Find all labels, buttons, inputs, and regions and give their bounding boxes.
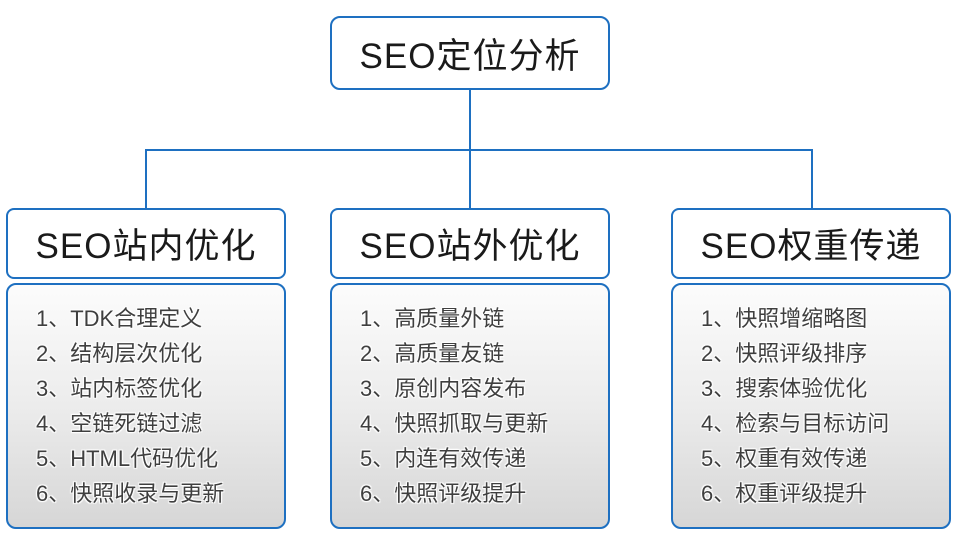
root-node: SEO定位分析 — [330, 16, 610, 90]
list-item: 3、站内标签优化 — [36, 376, 203, 401]
connector-drop-right — [811, 150, 813, 208]
column-offsite-list: 1、高质量外链 2、高质量友链 3、原创内容发布 4、快照抓取与更新 5、内连有… — [330, 283, 610, 529]
connector-horizontal — [145, 149, 813, 151]
connector-drop-middle — [469, 150, 471, 208]
list-item: 5、内连有效传递 — [360, 446, 527, 471]
list-item: 4、空链死链过滤 — [36, 411, 203, 436]
column-offsite-header: SEO站外优化 — [330, 208, 610, 279]
list-item: 6、快照收录与更新 — [36, 481, 225, 506]
list-item: 3、原创内容发布 — [360, 376, 527, 401]
list-item: 1、快照增缩略图 — [701, 306, 868, 331]
root-node-label: SEO定位分析 — [359, 36, 581, 76]
column-weight-transfer: SEO权重传递 1、快照增缩略图 2、快照评级排序 3、搜索体验优化 4、检索与… — [671, 208, 951, 529]
list-item: 6、快照评级提升 — [360, 481, 527, 506]
connector-root-vertical — [469, 90, 471, 150]
connector-drop-left — [145, 150, 147, 208]
list-item: 2、快照评级排序 — [701, 341, 868, 366]
column-onsite-optimization: SEO站内优化 1、TDK合理定义 2、结构层次优化 3、站内标签优化 4、空链… — [6, 208, 286, 529]
list-item: 3、搜索体验优化 — [701, 376, 868, 401]
list-item: 5、HTML代码优化 — [36, 446, 219, 471]
column-weight-title: SEO权重传递 — [700, 227, 922, 266]
column-offsite-optimization: SEO站外优化 1、高质量外链 2、高质量友链 3、原创内容发布 4、快照抓取与… — [330, 208, 610, 529]
list-item: 1、高质量外链 — [360, 306, 505, 331]
column-onsite-title: SEO站内优化 — [35, 227, 257, 266]
list-item: 4、检索与目标访问 — [701, 411, 890, 436]
column-offsite-title: SEO站外优化 — [359, 227, 581, 266]
column-onsite-list: 1、TDK合理定义 2、结构层次优化 3、站内标签优化 4、空链死链过滤 5、H… — [6, 283, 286, 529]
list-item: 4、快照抓取与更新 — [360, 411, 549, 436]
column-weight-header: SEO权重传递 — [671, 208, 951, 279]
list-item: 1、TDK合理定义 — [36, 306, 203, 331]
column-onsite-header: SEO站内优化 — [6, 208, 286, 279]
list-item: 6、权重评级提升 — [701, 481, 868, 506]
list-item: 2、结构层次优化 — [36, 341, 203, 366]
list-item: 2、高质量友链 — [360, 341, 505, 366]
column-weight-list: 1、快照增缩略图 2、快照评级排序 3、搜索体验优化 4、检索与目标访问 5、权… — [671, 283, 951, 529]
list-item: 5、权重有效传递 — [701, 446, 868, 471]
